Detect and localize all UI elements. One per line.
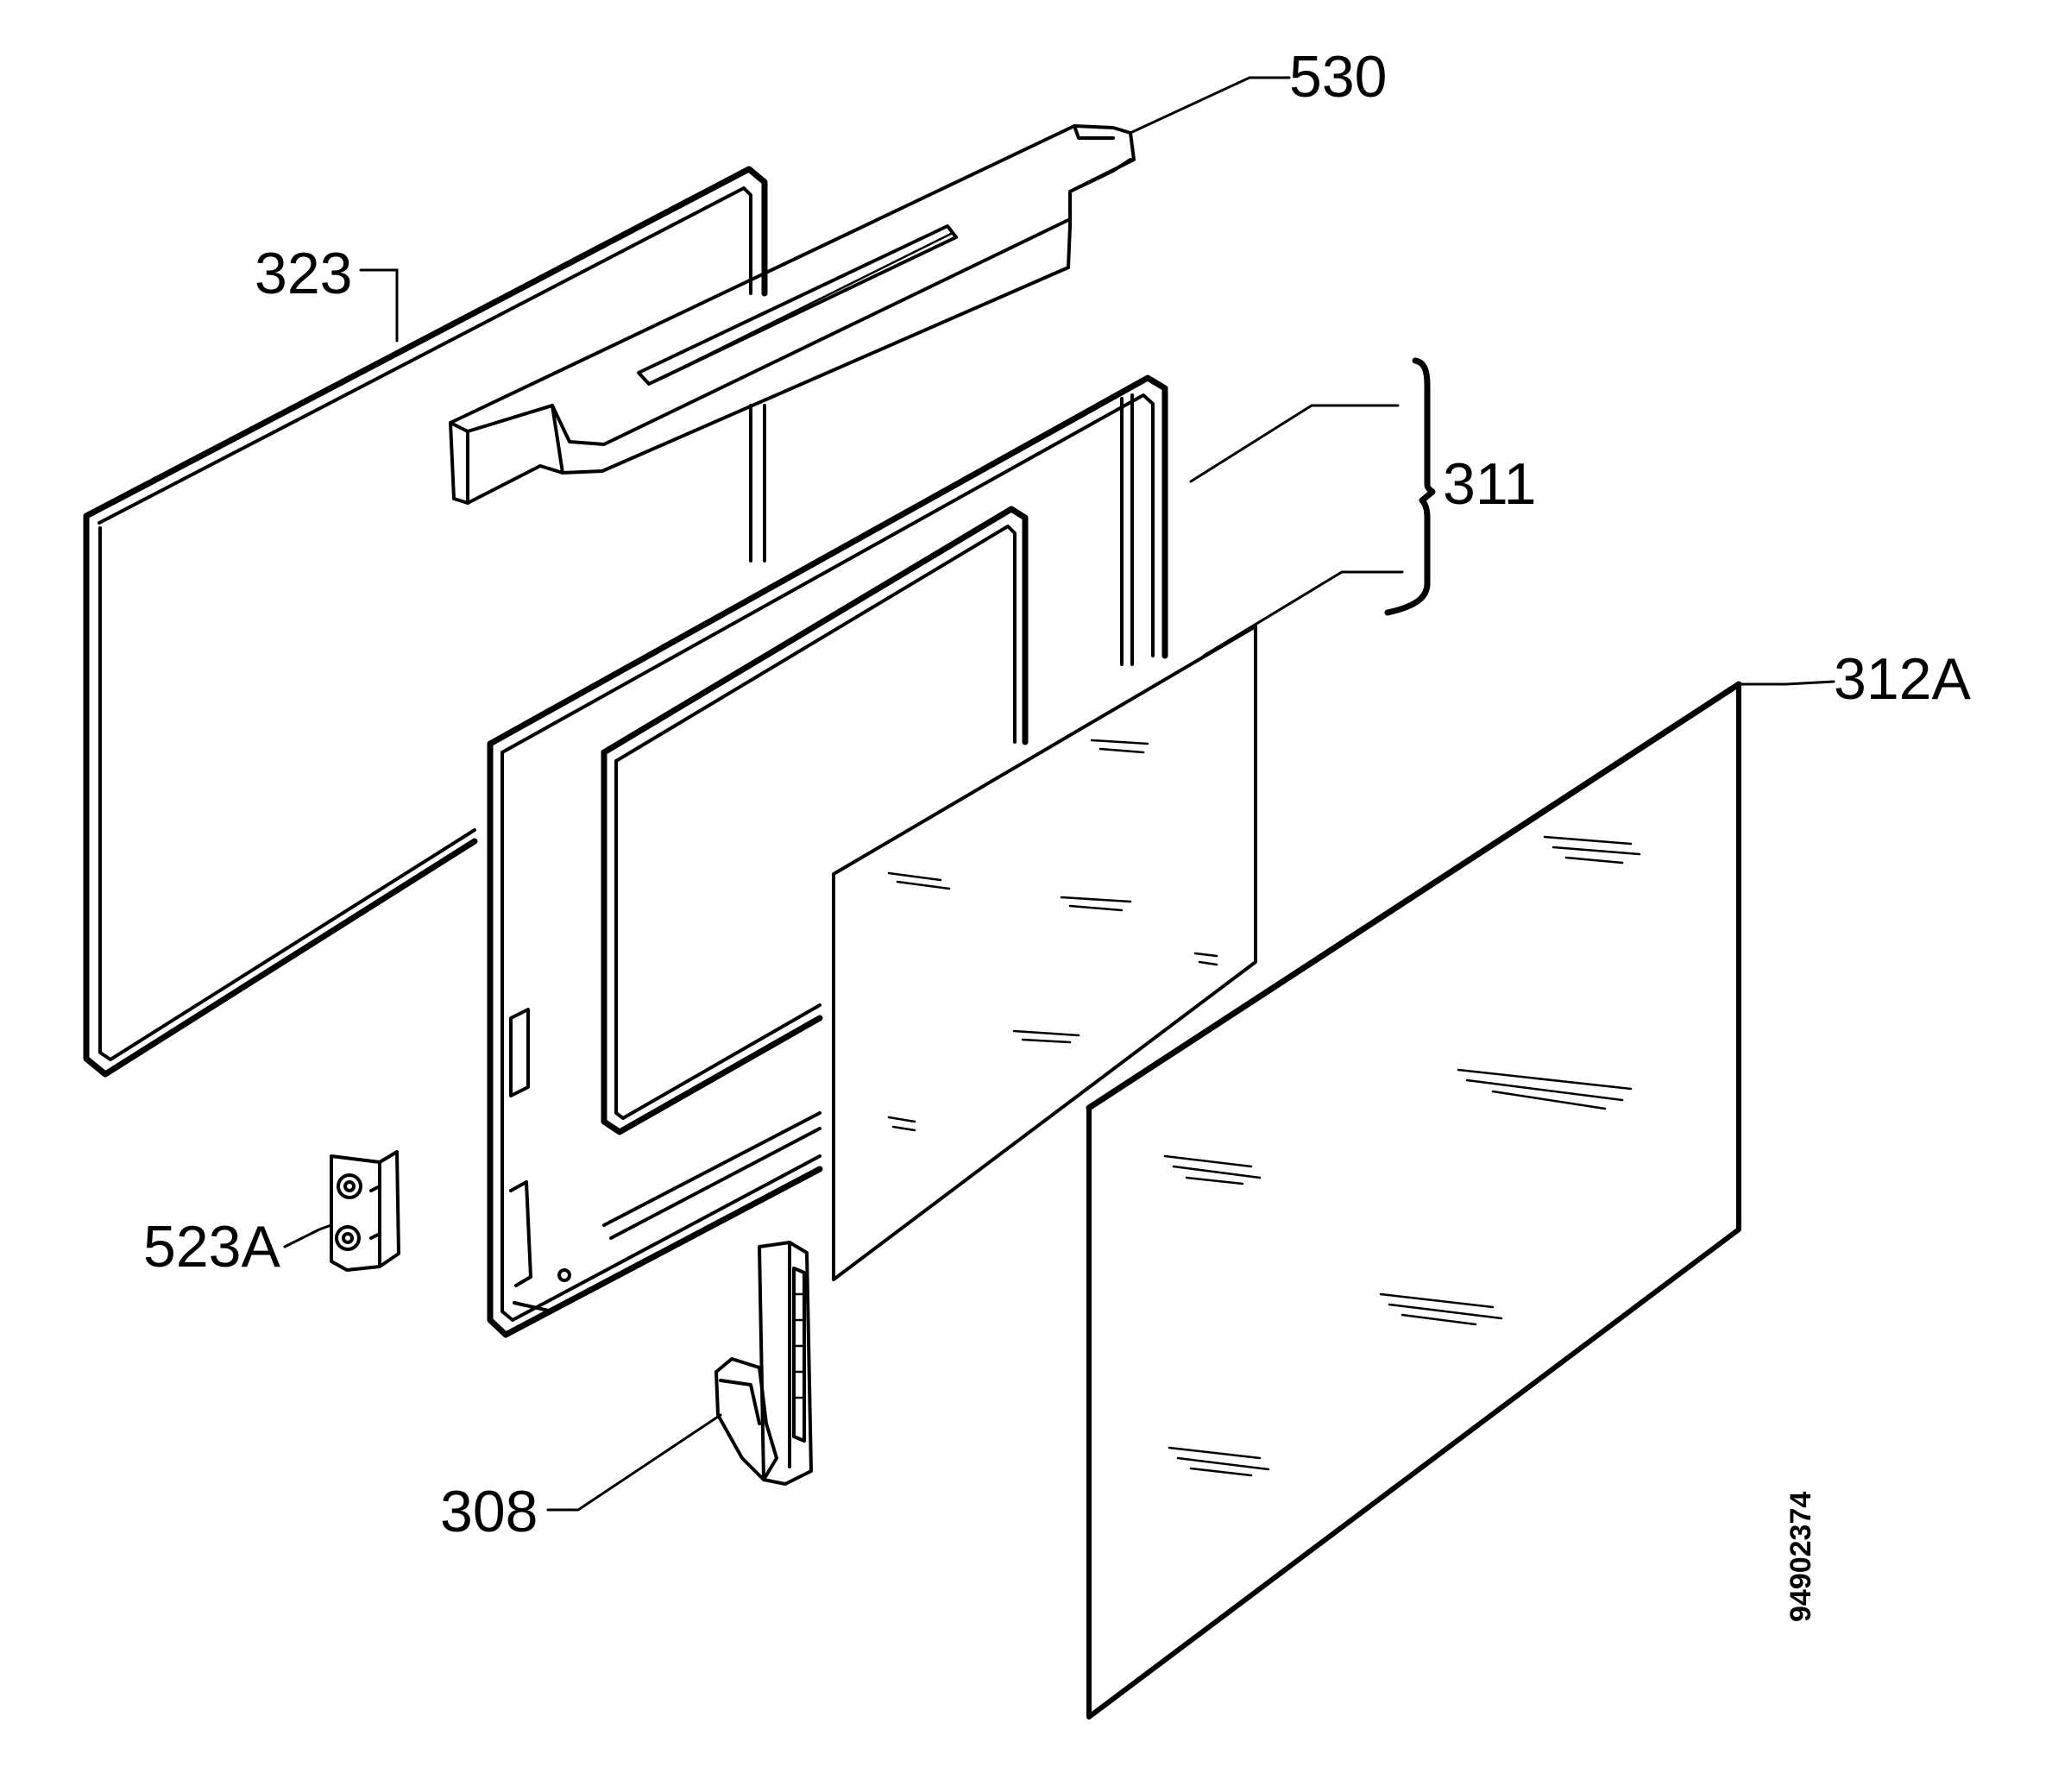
- part-308-hinge-assembly: [714, 1241, 813, 1486]
- leader-530: [1129, 76, 1291, 135]
- part-311-middle-glass: [832, 625, 1257, 1281]
- leader-312a: [1737, 680, 1835, 686]
- leader-523a: [283, 1223, 333, 1248]
- leader-lines: [283, 76, 1835, 1512]
- callout-530: 530: [1289, 44, 1387, 110]
- part-311-inner-frame: [487, 374, 1168, 1338]
- callout-311: 311: [1443, 451, 1536, 517]
- part-530-top-trim: [449, 124, 1136, 505]
- leader-311-upper: [1189, 404, 1400, 483]
- part-523a-hinge-bracket: [330, 1150, 400, 1272]
- drawing-number: 94902374: [1785, 1492, 1817, 1622]
- leader-323: [359, 268, 399, 343]
- leader-308: [546, 1413, 722, 1512]
- callout-308: 308: [440, 1479, 538, 1544]
- part-312a-outer-glass: [1086, 681, 1742, 1720]
- callout-323: 323: [255, 241, 352, 306]
- part-323-seal-frame: [83, 166, 768, 1078]
- leader-311-lower: [1202, 570, 1404, 657]
- callout-523a: 523A: [143, 1214, 280, 1280]
- bracket-311: [1384, 357, 1436, 616]
- callout-312a: 312A: [1834, 646, 1971, 712]
